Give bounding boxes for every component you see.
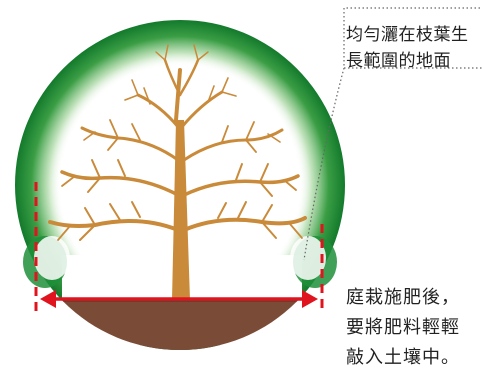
bare-tree-icon: [48, 44, 307, 300]
drip-line-markers: [34, 182, 324, 312]
callout-spread-fertilizer: 均勻灑在枝葉生 長範圍的地面: [346, 25, 469, 71]
callout-leader: [303, 7, 482, 261]
double-arrow-icon: [40, 290, 318, 308]
callout-tap-into-soil: 庭栽施肥後， 要將肥料輕輕 敲入土壤中。: [346, 287, 460, 368]
